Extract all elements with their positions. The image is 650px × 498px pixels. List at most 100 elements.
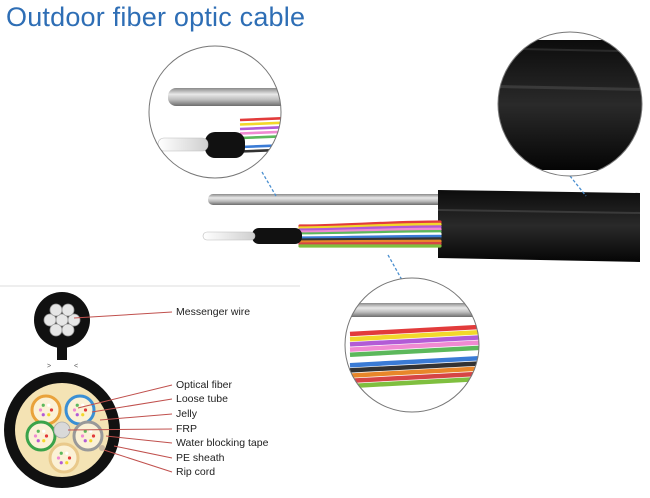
fiber-section <box>81 413 85 417</box>
fiber-strand <box>239 121 281 126</box>
messenger-strand-section <box>67 313 81 327</box>
svg-text:<: < <box>74 363 78 370</box>
fiber-section <box>49 408 54 412</box>
fiber-strand <box>349 376 479 389</box>
fiber-strand <box>349 366 479 378</box>
label-rip-cord: Rip cord <box>176 466 216 478</box>
fiber-strand <box>298 227 442 234</box>
label-pe-sheath: PE sheath <box>176 452 225 464</box>
messenger-strand-section <box>49 323 63 337</box>
fiber-section <box>83 439 87 443</box>
fiber-section <box>59 461 63 465</box>
messenger-strand-section <box>43 313 57 327</box>
messenger-strand-section <box>61 323 75 337</box>
fiber-section <box>42 439 46 443</box>
fiber-strand <box>349 345 479 358</box>
loose-tube-section <box>64 394 96 426</box>
fiber-section <box>80 434 85 438</box>
fiber-strand <box>349 350 479 363</box>
leader-line <box>113 445 173 459</box>
loose-tube-black <box>252 228 302 244</box>
fiber-strand <box>349 335 479 347</box>
leader-line <box>67 428 173 431</box>
fiber-strand <box>349 324 479 337</box>
fiber-section <box>72 408 77 412</box>
label-jelly: Jelly <box>176 408 198 420</box>
main-cable <box>202 190 641 262</box>
loose-tube-section <box>72 420 104 452</box>
label-loose-tube: Loose tube <box>176 393 228 405</box>
web-section <box>57 346 67 360</box>
frp-section <box>53 421 71 439</box>
loose-tube-section <box>25 420 57 452</box>
jacket-web-groove <box>437 209 641 214</box>
label-water-blocking-tape: Water blocking tape <box>176 437 269 449</box>
leader-line <box>77 384 173 409</box>
fiber-section <box>75 403 79 407</box>
loose-tube-section <box>48 442 80 474</box>
fiber-section <box>65 461 69 465</box>
leader-line <box>91 398 173 413</box>
fiber-section <box>65 451 69 455</box>
fiber-strand <box>239 134 281 140</box>
fiber-strand <box>239 125 281 131</box>
fiber-section <box>89 439 93 443</box>
fiber-strand <box>298 220 442 228</box>
fiber-section <box>83 408 88 412</box>
fiber-section <box>83 429 87 433</box>
fiber-section <box>67 456 72 460</box>
fiber-section <box>81 403 85 407</box>
label-frp: FRP <box>176 423 197 435</box>
fiber-section <box>59 451 63 455</box>
leader-line <box>73 311 173 319</box>
fiber-section <box>33 434 38 438</box>
fiber-section <box>38 408 43 412</box>
fiber-strand <box>239 139 281 144</box>
leader-line <box>103 449 173 473</box>
fiber-strand <box>239 148 281 153</box>
label-messenger-wire: Messenger wire <box>176 306 251 318</box>
fiber-strand <box>298 232 442 238</box>
fiber-strand <box>239 116 281 122</box>
fiber-strand <box>298 237 442 242</box>
fiber-strand <box>298 230 442 236</box>
fiber-strand <box>349 329 479 342</box>
fiber-strand <box>239 143 281 149</box>
fiber-section <box>91 434 96 438</box>
fiber-section <box>36 429 40 433</box>
messenger-strand-section <box>61 303 75 317</box>
outer-jacket <box>438 190 640 262</box>
main-fiber-bundle <box>298 220 442 248</box>
fiber-section <box>47 413 51 417</box>
fiber-strand <box>298 239 442 244</box>
leader-line <box>99 413 173 421</box>
fiber-section <box>44 434 49 438</box>
page-title: Outdoor fiber optic cable <box>6 2 306 32</box>
messenger-strand-section <box>49 303 63 317</box>
svg-text:>: > <box>47 363 51 370</box>
zoom-circle-fibers <box>344 277 480 413</box>
messenger-wire-strand <box>208 194 448 205</box>
fiber-section <box>56 456 61 460</box>
fiber-strand <box>349 355 479 368</box>
fiber-section <box>89 429 93 433</box>
fiber-strand <box>298 225 442 232</box>
fiber-strand <box>349 361 479 373</box>
frp-rod <box>202 231 256 241</box>
fiber-strand <box>239 130 281 135</box>
leader-line <box>105 435 173 444</box>
cross-section: > < <box>0 285 300 488</box>
connector-upper-right <box>569 175 587 197</box>
fiber-section <box>75 413 79 417</box>
fiber-strand <box>349 340 479 352</box>
connector-upper-left <box>261 171 277 197</box>
fiber-strand <box>298 234 442 240</box>
fiber-strand <box>349 371 479 384</box>
fiber-section <box>42 429 46 433</box>
fiber-section <box>36 439 40 443</box>
zoom-circle-jacket <box>497 31 643 177</box>
loose-tube-section <box>30 394 62 426</box>
fiber-section <box>41 413 45 417</box>
label-optical-fiber: Optical fiber <box>176 379 233 391</box>
